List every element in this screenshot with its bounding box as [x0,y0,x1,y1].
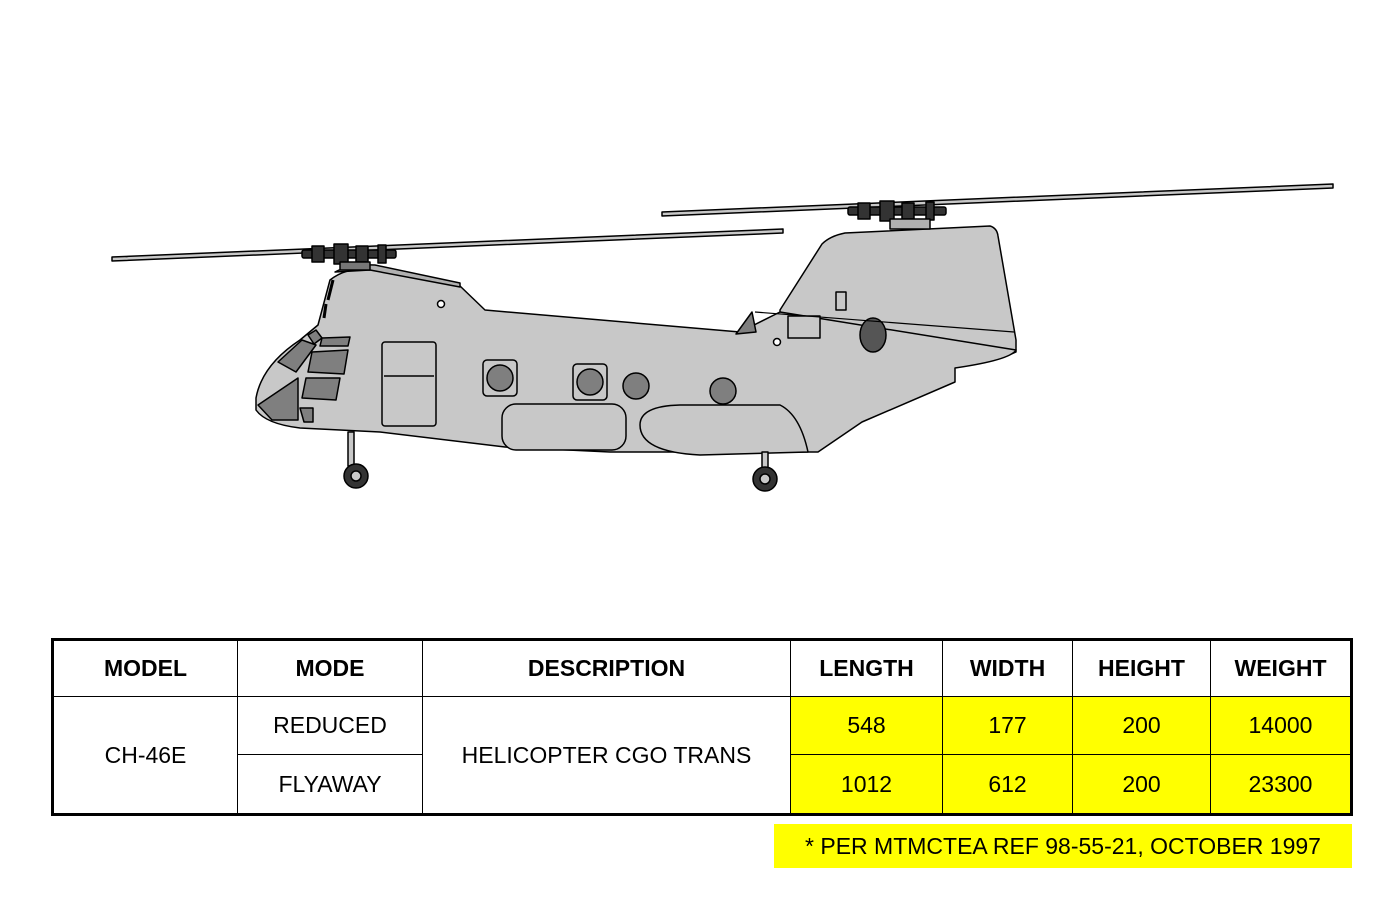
description-cell: HELICOPTER CGO TRANS [422,696,791,815]
table-header-row: MODEL MODE DESCRIPTION LENGTH WIDTH HEIG… [52,639,1352,697]
table-row: CH-46E REDUCED HELICOPTER CGO TRANS 548 … [52,695,1352,815]
rear-rotor-blade [661,183,1334,217]
weight-cell: 23300 [1210,754,1352,815]
cockpit-window [307,349,349,375]
header-weight: WEIGHT [1210,639,1352,697]
porthole [576,368,604,396]
fuselage [255,267,1017,453]
porthole [709,377,737,405]
front-landing-gear [343,431,369,489]
porthole [622,372,650,400]
cockpit-window [299,407,314,423]
header-model: MODEL [52,639,238,697]
header-description: DESCRIPTION [422,639,791,697]
header-length: LENGTH [790,639,943,697]
porthole [486,364,514,392]
cockpit-window [277,339,317,373]
height-cell: 200 [1072,695,1211,756]
helicopter-illustration [111,183,1334,492]
mode-cell: REDUCED [237,695,423,756]
forward-sponson [501,403,627,451]
cockpit-window [257,377,299,421]
mode-cell: FLYAWAY [237,754,423,815]
weight-cell: 14000 [1210,695,1352,756]
model-cell: CH-46E [52,696,238,815]
exhaust [735,311,757,335]
engine-intake [859,317,887,353]
height-cell: 200 [1072,754,1211,815]
header-height: HEIGHT [1072,639,1211,697]
header-width: WIDTH [942,639,1073,697]
cockpit-window [319,336,351,347]
cabin-door [381,341,437,427]
length-cell: 1012 [790,754,943,815]
cockpit-window [301,377,341,401]
rear-landing-gear [752,451,778,492]
table-row: FLYAWAY 1012 612 200 23300 [53,754,1352,815]
aft-sponson [639,404,809,456]
specification-table: MODEL MODE DESCRIPTION LENGTH WIDTH HEIG… [51,638,1353,816]
length-cell: 548 [790,695,943,756]
header-mode: MODE [237,639,423,697]
width-cell: 177 [942,695,1073,756]
front-rotor-blade [111,228,784,262]
width-cell: 612 [942,754,1073,815]
reference-note: * PER MTMCTEA REF 98-55-21, OCTOBER 1997 [774,824,1352,868]
front-rotor-hub [301,243,397,271]
rear-rotor-hub [847,200,947,230]
